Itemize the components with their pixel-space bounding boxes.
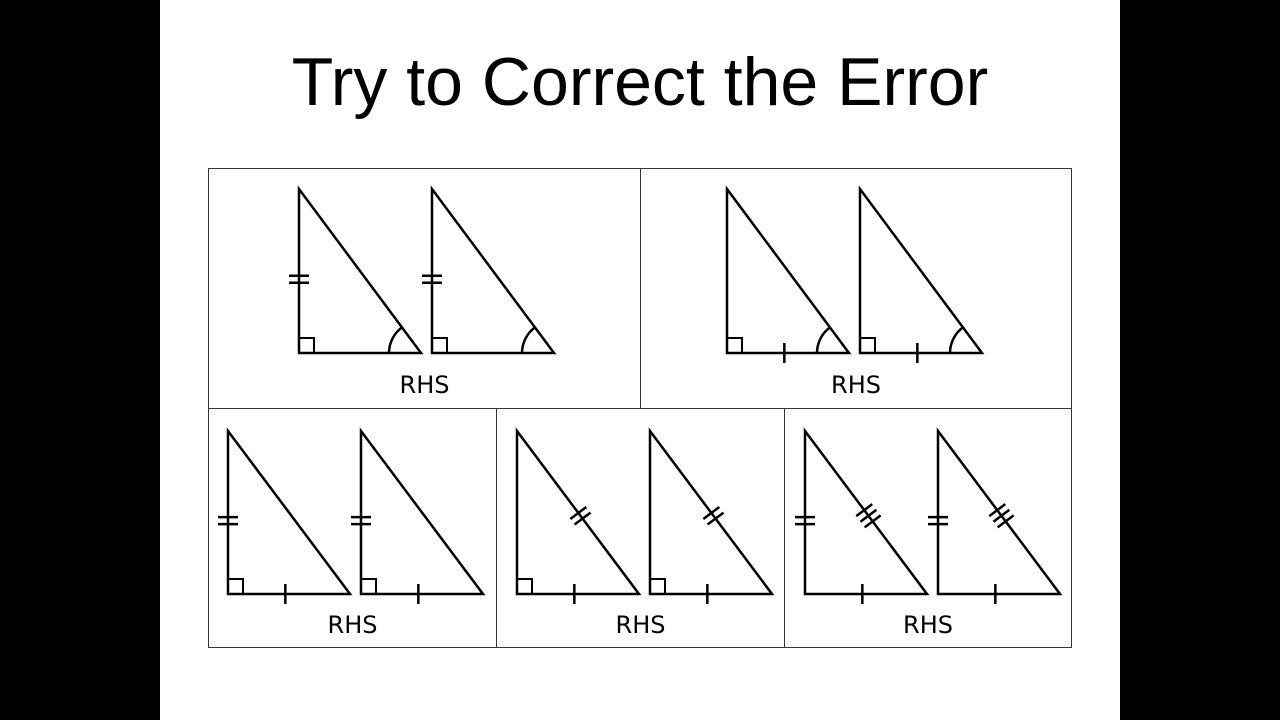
triangle-2-2 [858, 185, 985, 355]
right-angle-mark [727, 337, 743, 353]
right-angle-mark [432, 337, 448, 353]
hypotenuse-tick [855, 503, 874, 518]
slide: Try to Correct the Error RHS RHS RHS RHS… [160, 0, 1120, 720]
right-angle-mark [299, 337, 315, 353]
hypotenuse-tick [992, 508, 1011, 523]
triangle-1-1 [297, 185, 424, 355]
right-angle-mark [517, 578, 533, 594]
panel-3-label: RHS [327, 611, 378, 639]
triangle-pair-5 [795, 427, 1063, 604]
angle-arc-mark [520, 326, 536, 354]
triangle-pair-4 [515, 427, 775, 604]
triangle-pair-2 [725, 185, 985, 363]
panel-4: RHS [497, 409, 785, 647]
hypotenuse-tick [863, 514, 882, 529]
panel-5: RHS [785, 409, 1071, 647]
hypotenuse-tick [859, 508, 878, 523]
panel-2-label: RHS [831, 371, 881, 399]
right-angle-mark [361, 578, 377, 594]
hypotenuse-tick [996, 514, 1015, 529]
triangle-3-2 [359, 427, 486, 596]
angle-arc-mark [948, 326, 964, 354]
slide-title: Try to Correct the Error [291, 44, 989, 120]
hypotenuse-tick [569, 505, 588, 520]
hypotenuse-tick [988, 503, 1007, 518]
angle-arc-mark [387, 326, 403, 354]
hypotenuse-tick [573, 511, 592, 526]
panel-1-label: RHS [399, 371, 450, 399]
angle-arc-mark [815, 326, 831, 354]
triangle-grid: RHS RHS RHS RHS RHS [208, 168, 1072, 648]
triangle-pair-3 [218, 427, 486, 604]
panel-5-label: RHS [903, 611, 953, 639]
hypotenuse-tick [706, 511, 725, 526]
panel-3: RHS [209, 409, 497, 647]
right-angle-mark [860, 337, 876, 353]
panel-2: RHS [641, 169, 1071, 409]
triangle-5-2 [936, 427, 1063, 596]
right-angle-mark [650, 578, 666, 594]
panel-1: RHS [209, 169, 641, 409]
panel-4-label: RHS [615, 611, 666, 639]
triangle-3-1 [226, 427, 353, 596]
triangle-2-1 [725, 185, 852, 355]
triangle-pair-1 [289, 185, 557, 355]
triangle-5-1 [803, 427, 930, 596]
triangle-1-2 [430, 185, 557, 355]
right-angle-mark [228, 578, 244, 594]
hypotenuse-tick [702, 505, 721, 520]
